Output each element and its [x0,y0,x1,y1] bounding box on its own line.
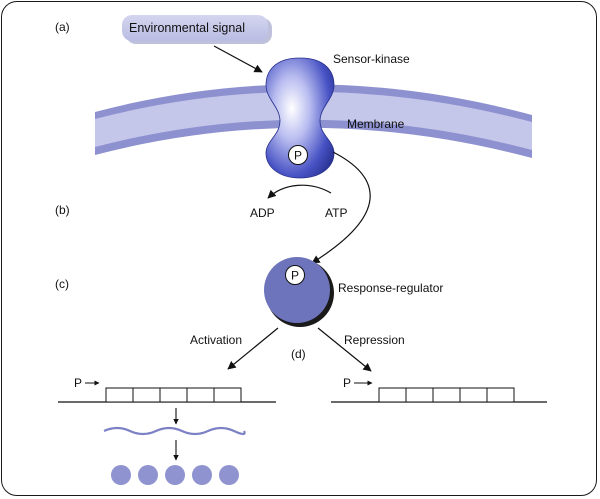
atp-label: ATP [325,206,347,220]
mrna-wave [103,426,246,436]
protein-circle [165,465,185,485]
signal-arrow [213,45,263,73]
regulator-phosphate-label: P [291,269,299,283]
protein-circle [192,465,212,485]
repression-label: Repression [344,333,405,347]
sensor-phosphate-label: P [294,149,302,163]
environmental-signal-box: Environmental signal [122,15,272,44]
activated-gene [58,387,276,403]
reaction-arrow-icon [267,184,332,199]
response-regulator: P [264,257,334,327]
repressed-gene [331,387,547,403]
activation-label: Activation [190,333,242,347]
regulator-phosphate [285,265,305,285]
protein-circle [111,465,131,485]
membrane-label: Membrane [347,117,405,131]
activation-arrow [227,327,279,370]
panel-label-b: (b) [55,203,70,217]
protein-products [111,465,239,485]
panel-label-a: (a) [55,20,70,34]
repression-arrow [317,327,372,372]
protein-circle [219,465,239,485]
activation-promoter-label: P [74,376,82,390]
phosphotransfer-arrow [311,151,371,264]
adp-label: ADP [250,206,275,220]
repression-promoter-label: P [343,376,351,390]
protein-circle [138,465,158,485]
sensor-kinase: P [265,57,335,179]
panel-label-c: (c) [55,277,69,291]
sensor-phosphate [288,145,308,165]
environmental-signal-label: Environmental signal [129,21,245,35]
response-regulator-label: Response-regulator [338,281,443,295]
sensor-kinase-label: Sensor-kinase [333,52,410,66]
panel-label-d: (d) [291,347,306,361]
